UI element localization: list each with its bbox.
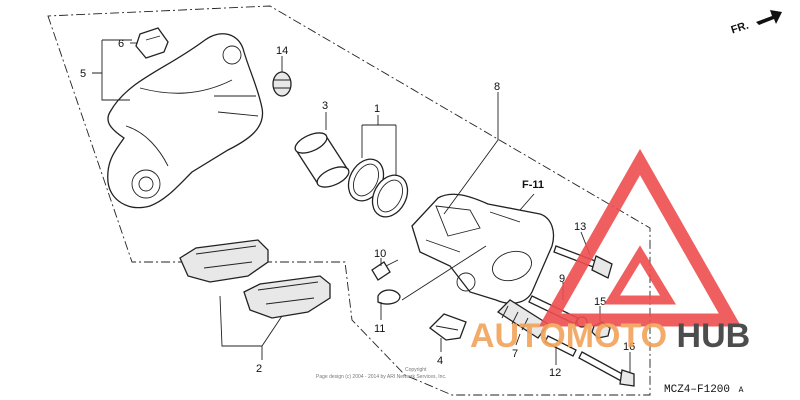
watermark-text-auto: AUTOMOTO <box>470 317 667 355</box>
callout-8: 8 <box>494 81 500 93</box>
figure-code-suffix: A <box>739 386 744 395</box>
brake-pads <box>179 239 331 319</box>
callout-1: 1 <box>374 103 380 115</box>
section-reference: F-11 <box>522 179 544 191</box>
copyright-notice: Page design (c) 2004 - 2014 by ARI Netwo… <box>316 374 446 380</box>
callout-14: 14 <box>276 45 288 57</box>
callout-5: 5 <box>80 68 86 80</box>
bleeder-valve <box>371 259 399 281</box>
callout-13: 13 <box>574 221 586 233</box>
slide-pin-12 <box>544 335 577 357</box>
arrow-right-icon <box>756 10 782 25</box>
bracket-clip <box>135 27 169 59</box>
callout-2: 2 <box>256 363 262 375</box>
watermark-text-hub: HUB <box>677 317 751 355</box>
callout-9: 9 <box>559 273 565 285</box>
watermark: AUTOMOTO HUB <box>470 148 750 355</box>
front-direction-indicator: FR. <box>730 10 782 36</box>
pad-spring <box>429 313 467 341</box>
figure-code: MCZ4–F1200 A <box>664 384 744 396</box>
caliper-bracket <box>107 33 264 209</box>
svg-text:FR.: FR. <box>730 20 751 37</box>
copyright-label: Copyright <box>405 367 427 373</box>
callout-6: 6 <box>118 38 124 50</box>
callout-12: 12 <box>549 367 561 379</box>
piston <box>294 132 350 188</box>
bolt-16 <box>578 351 635 387</box>
callout-3: 3 <box>322 100 328 112</box>
callout-10: 10 <box>374 248 386 260</box>
rubber-boot <box>272 71 292 97</box>
leader-lines <box>92 39 631 372</box>
figure-code-main: MCZ4–F1200 <box>664 384 730 396</box>
watermark-text: AUTOMOTO HUB <box>470 317 750 355</box>
callout-7: 7 <box>512 348 518 360</box>
piston-seals <box>347 158 409 218</box>
bleeder-cap <box>377 289 401 305</box>
caliper-body <box>411 193 555 304</box>
watermark-triangle-icon <box>538 148 742 327</box>
callout-16: 16 <box>623 341 635 353</box>
callout-15: 15 <box>594 296 606 308</box>
pin-boot <box>496 299 549 339</box>
watermark-inner-triangle <box>603 245 677 305</box>
callout-11: 11 <box>374 323 385 335</box>
assembly-boundary <box>47 5 651 396</box>
callout-4: 4 <box>437 355 443 367</box>
